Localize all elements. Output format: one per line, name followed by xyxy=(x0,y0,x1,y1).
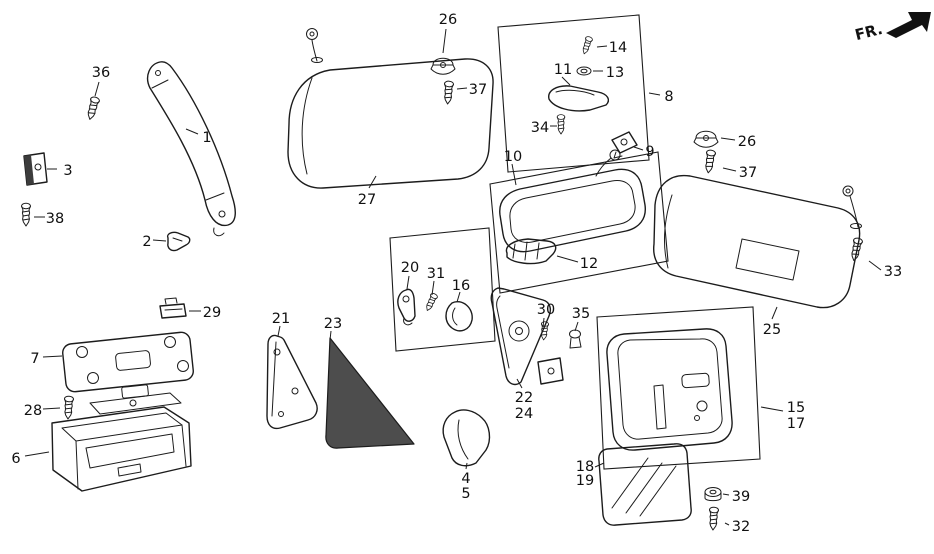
callout-24: 24 xyxy=(515,406,533,422)
callout-30: 30 xyxy=(537,302,555,318)
callout-32: 32 xyxy=(732,519,750,535)
callout-34: 34 xyxy=(531,120,549,136)
callout-33: 33 xyxy=(884,264,902,280)
leader-lines xyxy=(24,28,882,526)
callout-12: 12 xyxy=(580,256,598,272)
callout-37-right: 37 xyxy=(739,165,757,181)
callout-35: 35 xyxy=(572,306,590,322)
part-ashtray-6 xyxy=(51,392,192,492)
part-sail-seal-23 xyxy=(325,337,415,449)
part-sun-visor-right-25 xyxy=(653,174,862,309)
part-pad-4-5 xyxy=(442,409,491,467)
part-hook-2 xyxy=(166,231,191,252)
callout-7: 7 xyxy=(30,351,39,367)
callout-1: 1 xyxy=(202,130,211,146)
callout-17: 17 xyxy=(787,416,805,432)
callout-19: 19 xyxy=(576,473,594,489)
callout-11: 11 xyxy=(554,62,572,78)
part-grab-handle xyxy=(146,61,236,237)
callout-36: 36 xyxy=(92,65,110,81)
callout-39: 39 xyxy=(732,489,750,505)
callout-13: 13 xyxy=(606,65,624,81)
callout-26-right: 26 xyxy=(738,134,756,150)
part-sun-visor-left-27 xyxy=(287,28,494,189)
callout-22: 22 xyxy=(515,390,533,406)
callout-20: 20 xyxy=(401,260,419,276)
callout-3: 3 xyxy=(63,163,72,179)
part-mirror-glass-18-19 xyxy=(598,443,692,526)
callout-23: 23 xyxy=(324,316,342,332)
part-corner-garnish-21 xyxy=(266,334,318,430)
callout-9: 9 xyxy=(645,144,654,160)
part-mirror-cover-12 xyxy=(505,238,557,265)
callout-38: 38 xyxy=(46,211,64,227)
callout-15: 15 xyxy=(787,400,805,416)
callout-26-top: 26 xyxy=(439,12,457,28)
callout-21: 21 xyxy=(272,311,290,327)
callout-37-top: 37 xyxy=(469,82,487,98)
door-mirror-box xyxy=(596,306,761,470)
fr-arrow-icon xyxy=(886,12,931,38)
bracket-group-box-8 xyxy=(497,14,650,173)
callout-4: 4 xyxy=(461,471,470,487)
callout-31: 31 xyxy=(427,266,445,282)
part-corner-garnish-22-24 xyxy=(490,287,564,386)
callout-10: 10 xyxy=(504,149,522,165)
part-clip-3 xyxy=(23,152,48,186)
callout-6: 6 xyxy=(11,451,20,467)
part-rearview-mirror-10 xyxy=(499,149,646,253)
part-mirror-base-11 xyxy=(548,85,610,112)
part-cap-16 xyxy=(445,301,473,332)
callout-5: 5 xyxy=(461,486,470,502)
callout-18: 18 xyxy=(576,459,594,475)
small-parts-box xyxy=(389,227,496,352)
callout-25: 25 xyxy=(763,322,781,338)
part-door-mirror-housing-15-17 xyxy=(606,328,733,451)
part-bracket-20 xyxy=(397,288,416,326)
callout-28: 28 xyxy=(24,403,42,419)
callout-29: 29 xyxy=(203,305,221,321)
mirror-group-box-10 xyxy=(489,151,669,294)
callout-16: 16 xyxy=(452,278,470,294)
part-clip-29 xyxy=(159,297,187,319)
callout-14: 14 xyxy=(609,40,627,56)
callout-27: 27 xyxy=(358,192,376,208)
callout-8: 8 xyxy=(664,89,673,105)
callout-2: 2 xyxy=(142,234,151,250)
